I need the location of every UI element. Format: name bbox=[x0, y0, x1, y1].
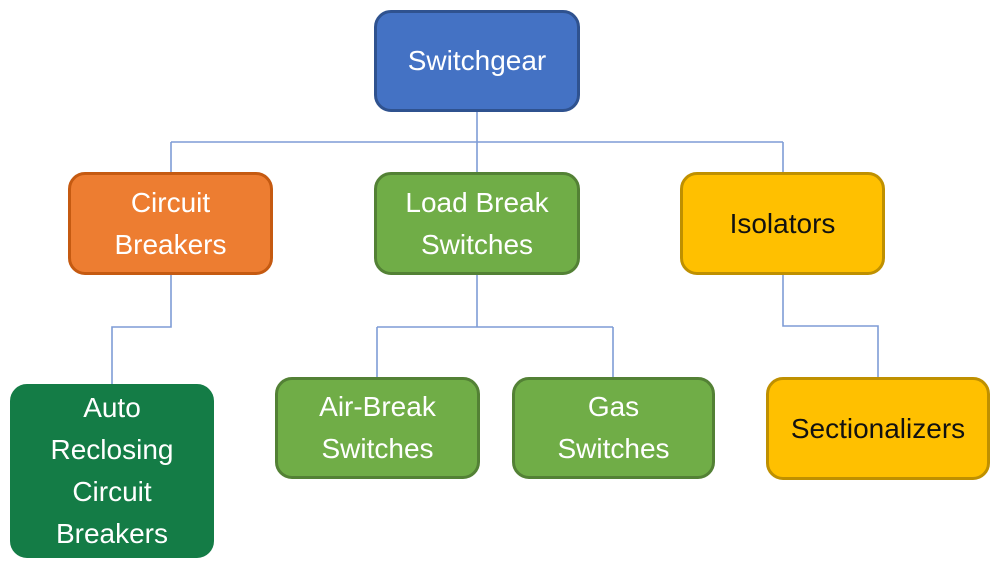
node-load-break-switches: Load Break Switches bbox=[374, 172, 580, 275]
node-switchgear-label: Switchgear bbox=[407, 45, 547, 76]
node-circuit-breakers: Circuit Breakers bbox=[68, 172, 273, 275]
node-circuit-breakers-label: Circuit Breakers bbox=[114, 186, 227, 260]
node-sectionalizers: Sectionalizers bbox=[766, 377, 990, 480]
node-air-break-switches-label: Air-Break Switches bbox=[319, 391, 436, 464]
node-isolators: Isolators bbox=[680, 172, 885, 275]
node-sectionalizers-label: Sectionalizers bbox=[790, 412, 966, 444]
node-auto-reclosing-circuit-breakers: Auto Reclosing Circuit Breakers bbox=[10, 384, 214, 558]
node-load-break-switches-label: Load Break Switches bbox=[405, 186, 549, 260]
node-switchgear: Switchgear bbox=[374, 10, 580, 112]
node-gas-switches-label: Gas Switches bbox=[557, 391, 670, 464]
node-gas-switches: Gas Switches bbox=[512, 377, 715, 479]
node-auto-reclosing-circuit-breakers-label: Auto Reclosing Circuit Breakers bbox=[50, 392, 174, 549]
node-isolators-label: Isolators bbox=[729, 207, 836, 239]
node-air-break-switches: Air-Break Switches bbox=[275, 377, 480, 479]
